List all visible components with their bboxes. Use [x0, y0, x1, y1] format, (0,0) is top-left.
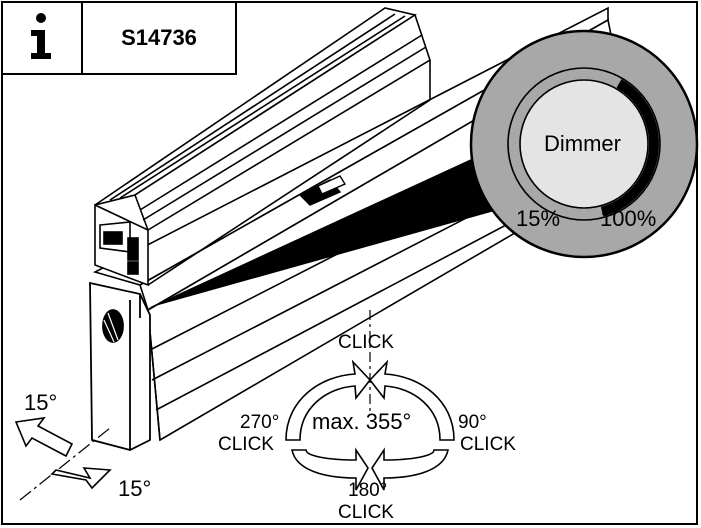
dimmer-range-arc [600, 79, 659, 217]
zoom-wedge [148, 155, 498, 308]
info-icon [31, 13, 51, 59]
tilt-indicator [14, 416, 112, 501]
header-code-cell: S14736 [83, 3, 237, 75]
dimmer-slot [298, 175, 347, 206]
rotation-right-click: CLICK [460, 434, 516, 455]
dimmer-min-label: 15% [516, 206, 561, 231]
tilt-down-arrow [50, 467, 112, 490]
dimmer-max-label: 100% [600, 206, 657, 231]
tilt-up-arrow [14, 416, 74, 458]
product-code: S14736 [121, 25, 197, 50]
rotate-cw-arrow-top [368, 359, 455, 441]
header-info-cell [3, 3, 83, 75]
dimmer-knob[interactable] [519, 79, 649, 209]
rotation-left-click: CLICK [218, 434, 274, 455]
rotation-right-angle: 90° [458, 412, 487, 433]
rotation-indicator [285, 310, 455, 491]
rotate-arrow-bottom-right [371, 447, 449, 491]
rotation-max-label: max. 355° [312, 409, 412, 434]
rotation-top-click: CLICK [338, 332, 394, 353]
luminaire-end-cap [89, 281, 151, 451]
dimmer-callout [469, 29, 699, 259]
tilt-top-label: 15° [24, 390, 58, 415]
rotate-arrow-bottom-left [291, 447, 369, 491]
track-rail [94, 7, 431, 287]
dimmer-label: Dimmer [544, 131, 621, 156]
rotation-bottom-click: CLICK [338, 502, 394, 523]
rotation-left-angle: 270° [240, 412, 280, 433]
rotation-bottom-angle: 180° [348, 480, 388, 501]
tilt-bottom-label: 15° [118, 476, 152, 501]
